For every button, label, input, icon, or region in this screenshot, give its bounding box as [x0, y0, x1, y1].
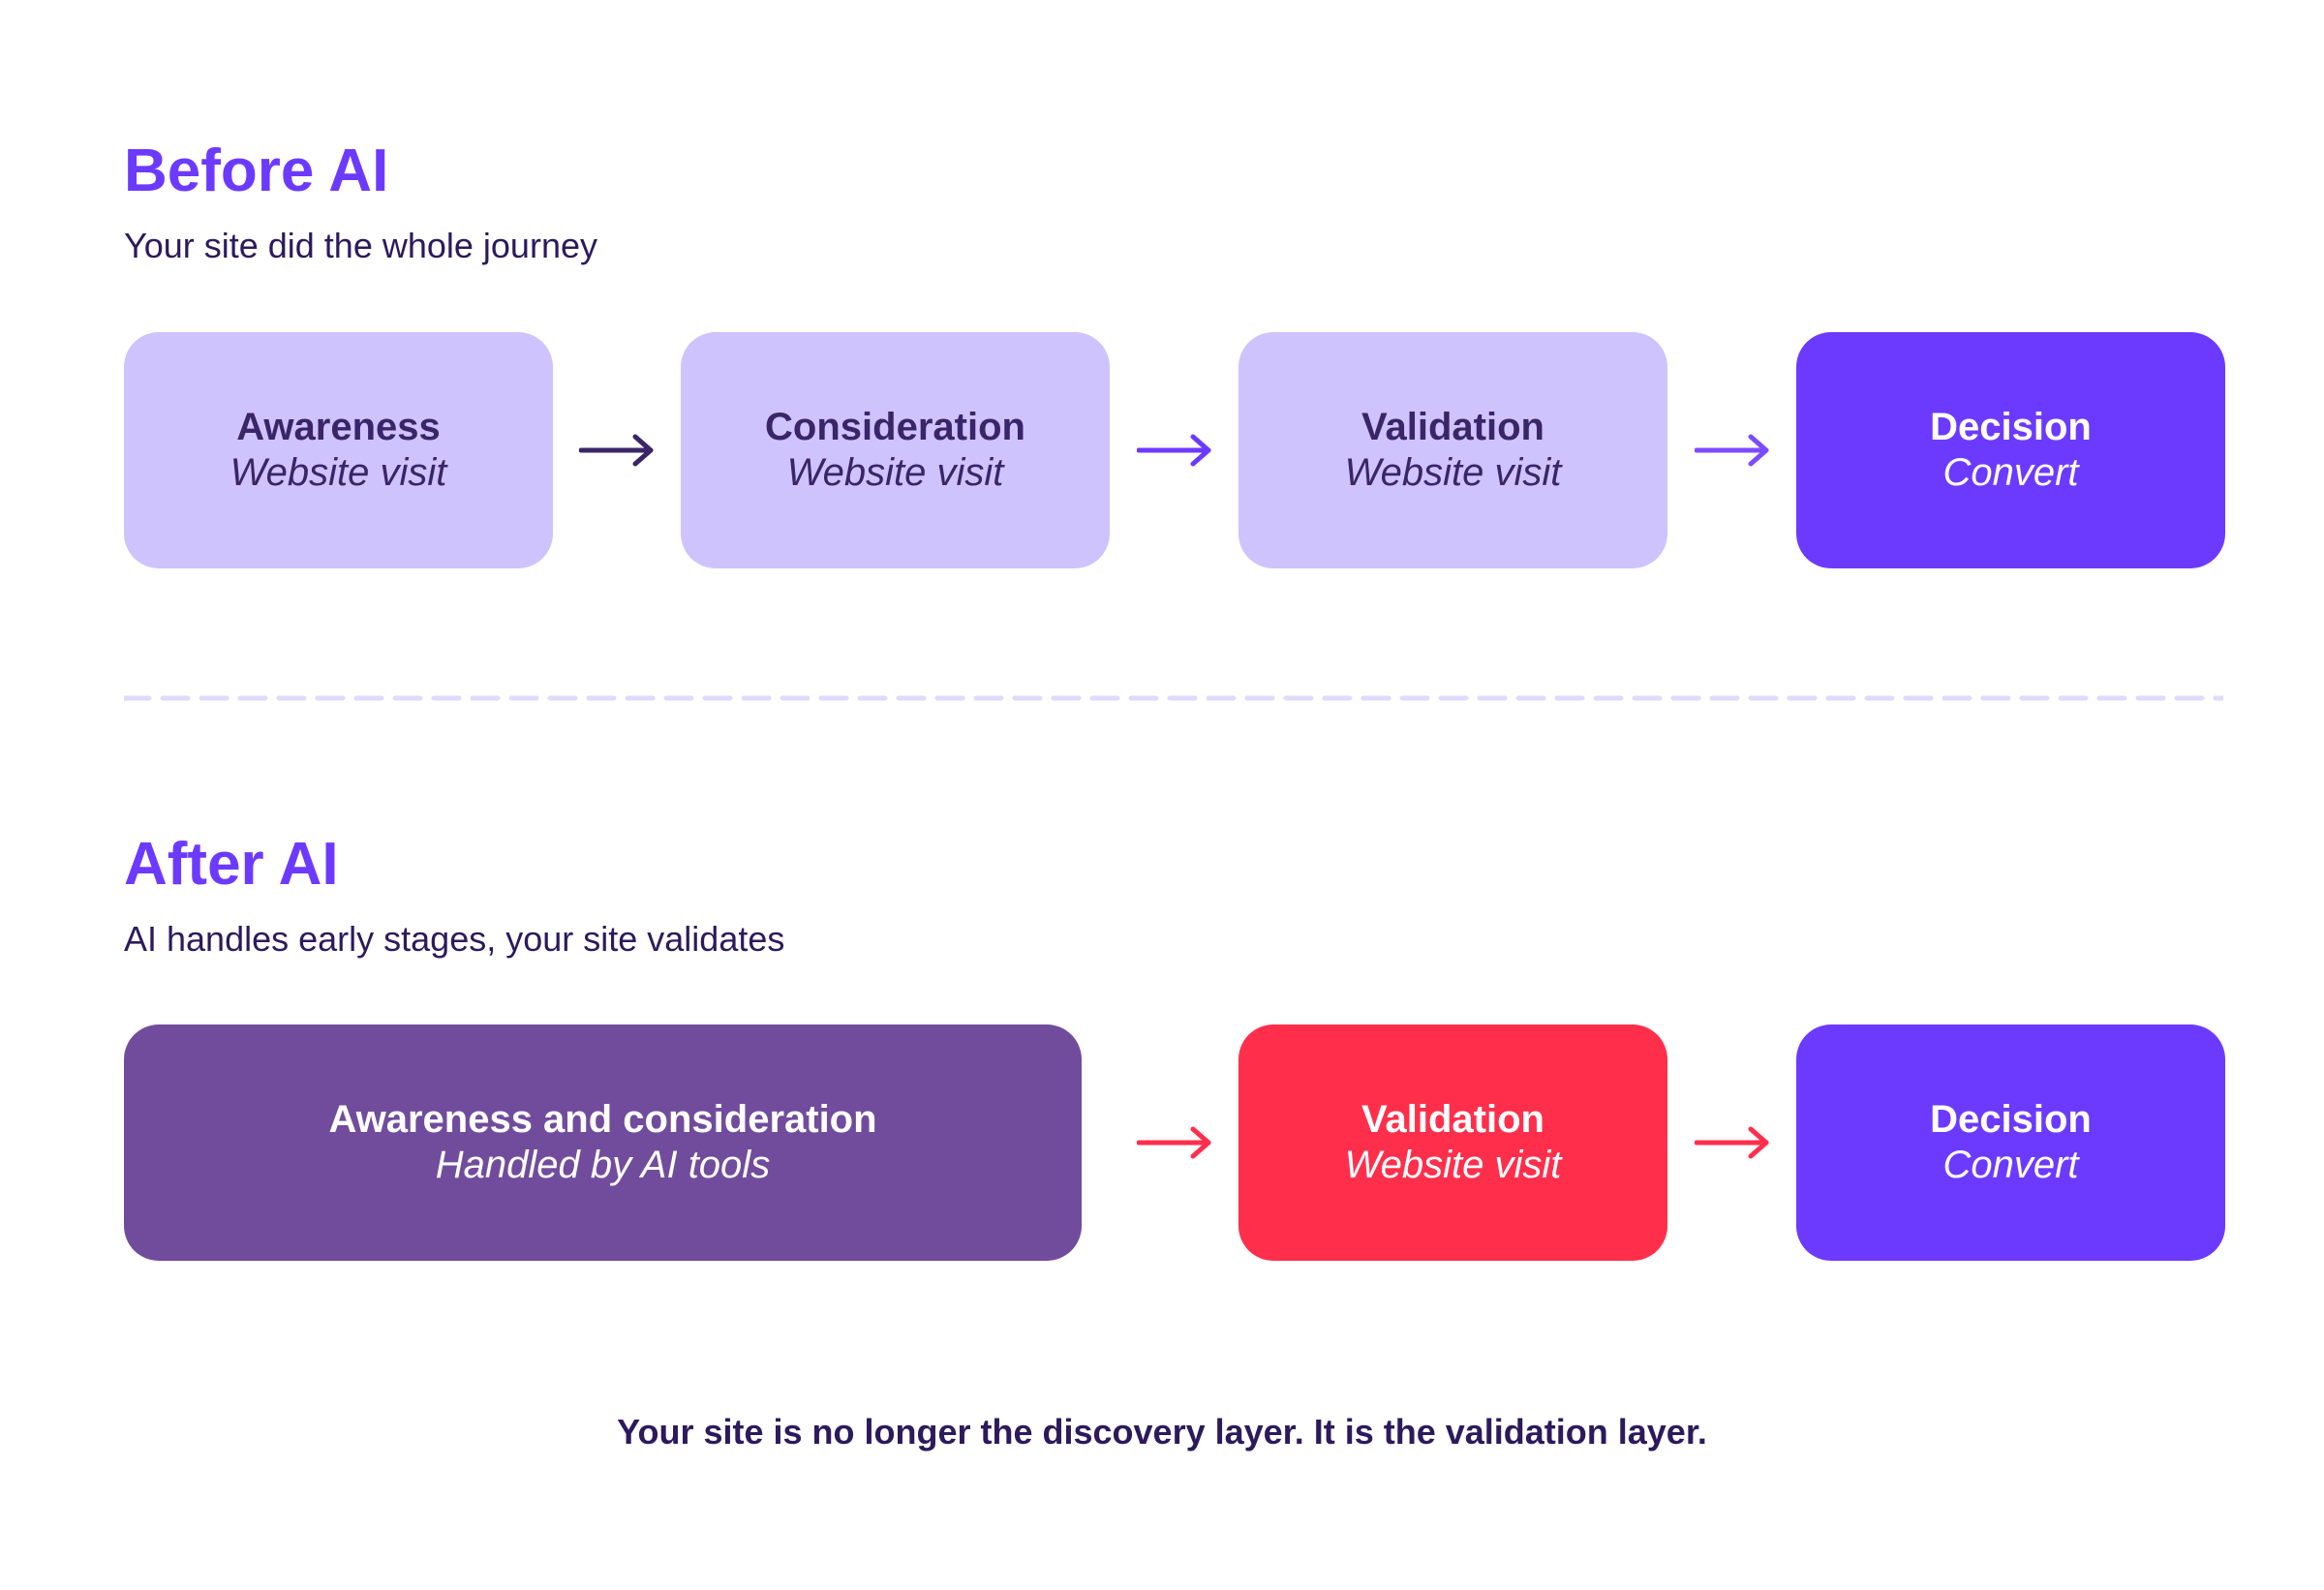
after-stage-decision: Decision Convert — [1796, 1024, 2225, 1261]
before-subtitle: Your site did the whole journey — [124, 226, 597, 265]
before-title: Before AI — [124, 138, 389, 204]
after-subtitle: AI handles early stages, your site valid… — [124, 919, 785, 959]
stage-subtitle: Website visit — [1344, 1144, 1562, 1186]
stage-title: Decision — [1930, 405, 2092, 448]
after-title: After AI — [124, 831, 339, 898]
after-stage-validation: Validation Website visit — [1238, 1024, 1667, 1261]
arrow-right-icon — [1137, 434, 1211, 467]
arrow-right-icon — [1695, 1126, 1769, 1159]
stage-title: Awareness — [236, 405, 441, 448]
stage-subtitle: Website visit — [1344, 451, 1562, 494]
before-stage-awareness: Awareness Website visit — [124, 332, 553, 568]
arrow-right-icon — [1695, 434, 1769, 467]
after-stage-ai-handled: Awareness and consideration Handled by A… — [124, 1024, 1082, 1261]
stage-subtitle: Website visit — [229, 451, 447, 494]
stage-title: Validation — [1361, 405, 1544, 448]
section-divider — [124, 695, 2223, 701]
arrow-right-icon — [579, 434, 654, 467]
stage-title: Decision — [1930, 1097, 2092, 1141]
before-stage-decision: Decision Convert — [1796, 332, 2225, 568]
arrow-right-icon — [1137, 1126, 1211, 1159]
stage-title: Validation — [1361, 1097, 1544, 1141]
footer-caption: Your site is no longer the discovery lay… — [617, 1412, 1707, 1452]
stage-subtitle: Website visit — [786, 451, 1004, 494]
stage-subtitle: Handled by AI tools — [435, 1144, 771, 1186]
stage-title: Awareness and consideration — [328, 1097, 877, 1141]
stage-subtitle: Convert — [1942, 451, 2079, 494]
stage-title: Consideration — [765, 405, 1025, 448]
before-stage-validation: Validation Website visit — [1238, 332, 1667, 568]
before-stage-consideration: Consideration Website visit — [681, 332, 1110, 568]
stage-subtitle: Convert — [1942, 1144, 2079, 1186]
